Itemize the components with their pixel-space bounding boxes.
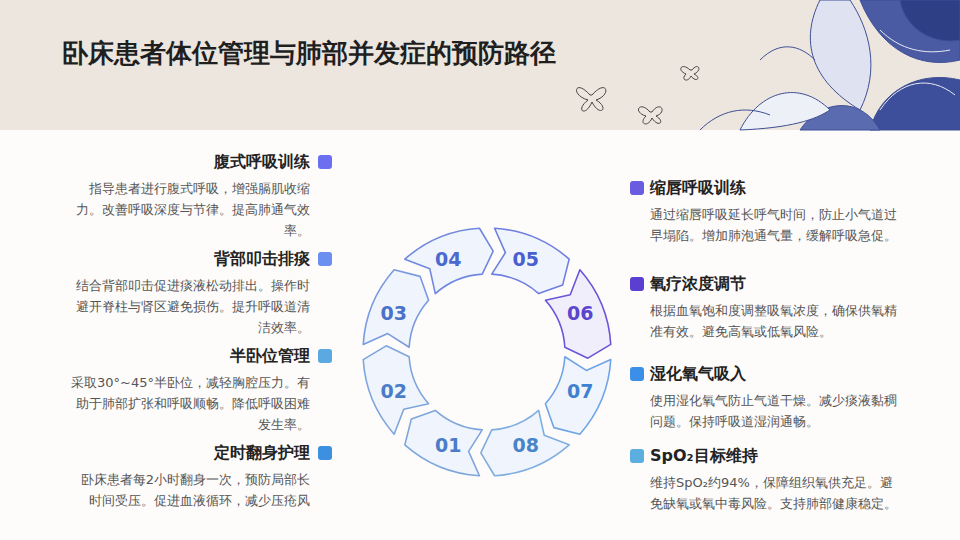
ring-segment: 08 [476,407,573,479]
item-heading: 缩唇呼吸训练 [650,176,903,200]
marker-square [318,155,332,169]
measure-item: 定时翻身护理卧床患者每2小时翻身一次，预防局部长时间受压。促进血液循环，减少压疮… [70,441,332,511]
item-heading: 背部叩击排痰 [70,247,310,271]
marker-square [630,367,644,381]
measure-item: 腹式呼吸训练指导患者进行腹式呼吸，增强膈肌收缩力。改善呼吸深度与节律。提高肺通气… [70,150,332,241]
measure-item: 半卧位管理采取30°~45°半卧位，减轻胸腔压力。有助于肺部扩张和呼吸顺畅。降低… [70,344,332,435]
butterfly [576,67,698,124]
page-title: 卧床患者体位管理与肺部并发症的预防路径 [62,36,556,71]
step-number: 08 [512,434,538,456]
segment-outline [363,270,428,347]
item-heading: 湿化氧气吸入 [650,362,903,386]
measure-item: 氧疗浓度调节根据血氧饱和度调整吸氧浓度，确保供氧精准有效。避免高氧或低氧风险。 [628,272,903,342]
item-heading: 氧疗浓度调节 [650,272,903,296]
item-description: 通过缩唇呼吸延长呼气时间，防止小气道过早塌陷。增加肺泡通气量，缓解呼吸急促。 [650,204,903,246]
step-number: 01 [435,434,461,456]
item-description: 指导患者进行腹式呼吸，增强膈肌收缩力。改善呼吸深度与节律。提高肺通气效率。 [70,178,310,241]
step-number: 07 [567,380,593,402]
measure-item: 湿化氧气吸入使用湿化氧气防止气道干燥。减少痰液黏稠问题。保持呼吸道湿润通畅。 [628,362,903,432]
step-number: 06 [567,302,593,324]
step-number: 04 [435,248,461,270]
measure-item: 缩唇呼吸训练通过缩唇呼吸延长呼气时间，防止小气道过早塌陷。增加肺泡通气量，缓解呼… [628,176,903,246]
marker-square [318,252,332,266]
marker-square [630,181,644,195]
item-heading: 定时翻身护理 [70,441,310,465]
item-description: 使用湿化氧气防止气道干燥。减少痰液黏稠问题。保持呼吸道湿润通畅。 [650,390,903,432]
segment-outline [481,410,569,475]
item-description: 维持SpO₂约94%，保障组织氧供充足。避免缺氧或氧中毒风险。支持肺部健康稳定。 [650,472,903,514]
segment-outline [545,270,610,358]
item-description: 根据血氧饱和度调整吸氧浓度，确保供氧精准有效。避免高氧或低氧风险。 [650,300,903,342]
item-heading: 半卧位管理 [70,344,310,368]
marker-square [318,446,332,460]
marker-square [630,277,644,291]
measure-item: 背部叩击排痰结合背部叩击促进痰液松动排出。操作时避开脊柱与肾区避免损伤。提升呼吸… [70,247,332,338]
ring-segment: 04 [401,225,498,297]
item-description: 卧床患者每2小时翻身一次，预防局部长时间受压。促进血液循环，减少压疮风 [70,469,310,511]
step-number: 05 [512,248,538,270]
step-number: 02 [380,380,406,402]
ring-segment: 06 [542,266,614,363]
segment-outline [492,228,569,293]
segment-outline [363,346,428,434]
item-description: 采取30°~45°半卧位，减轻胸腔压力。有助于肺部扩张和呼吸顺畅。降低呼吸困难发… [70,372,310,435]
item-description: 结合背部叩击促进痰液松动排出。操作时避开脊柱与肾区避免损伤。提升呼吸道清洁效率。 [70,275,310,338]
ring-segment: 07 [535,353,614,448]
marker-square [318,349,332,363]
segment-outline [405,410,482,475]
ring-segment: 02 [360,341,432,438]
item-heading: 腹式呼吸训练 [70,150,310,174]
segment-outline [405,228,493,293]
measure-item: SpO₂目标维持维持SpO₂约94%，保障组织氧供充足。避免缺氧或氧中毒风险。支… [628,444,903,514]
marker-square [630,449,644,463]
step-number: 03 [380,302,406,324]
item-heading: SpO₂目标维持 [650,444,903,468]
title-banner [0,0,960,130]
floral-illustration [700,0,960,130]
ring-segment: 01 [391,400,486,479]
ring-segment: 05 [488,225,583,304]
segment-outline [545,357,610,434]
ring-segment: 03 [360,256,439,351]
